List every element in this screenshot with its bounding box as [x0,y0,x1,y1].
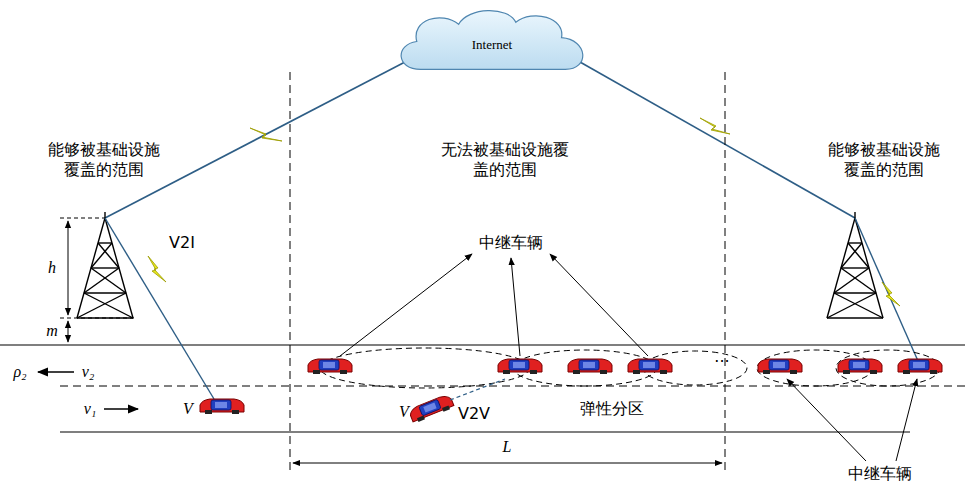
drawing-part [628,359,672,374]
height-dimension [60,218,135,342]
relay-leader [340,254,917,461]
drawing-part [725,72,726,470]
drawing-part [308,359,352,374]
link-label: V2I [169,233,195,253]
drawing-part [104,408,138,409]
wireless-bolt [148,118,900,306]
drawing-part [68,221,69,315]
road [0,345,965,432]
region-label: 能够被基础设施覆盖的范围 [825,140,943,180]
drawing-part [550,254,648,356]
vehicle [200,359,942,424]
drawing-part [511,258,520,356]
drawing-part [882,282,900,306]
base-station-tower [77,212,133,318]
drawing-part [568,359,612,374]
speed-symbol: v₂ [82,362,95,382]
drawing-part [60,431,910,432]
drawing-part [60,386,965,387]
height-symbol: h [48,258,56,278]
relay-label: 中继车辆 [848,464,912,484]
drawing-part [0,344,965,345]
drawing-part [408,393,454,423]
partition-label: 弹性分区 [580,399,644,419]
drawing-part [290,72,291,470]
drawing-part [200,399,244,414]
drawing-part [60,218,105,219]
drawing-part [758,359,802,374]
length-symbol: L [503,437,512,457]
drawing-part [105,218,214,399]
relay-label: 中继车辆 [479,233,543,253]
length-dimension [293,463,722,464]
ellipsis-mark: ··· [714,352,729,372]
cloud-label: Internet [472,37,512,53]
v2i-link [105,218,918,399]
drawing-part [898,359,942,374]
region-label: 无法被基础设施覆盖的范围 [438,140,572,180]
backhaul-link [105,62,855,218]
drawing-part [68,321,69,342]
internet-cloud: Internet [392,6,592,78]
drawing-part [855,218,918,361]
vehicle-label: V [183,399,193,419]
drawing-part [580,62,855,218]
density-symbol: ρ₂ [13,362,26,382]
region-label: 能够被基础设施覆盖的范围 [45,140,163,180]
drawing-part [60,318,135,319]
elastic-partition [320,348,940,388]
cloud-shape [401,11,583,70]
region-boundary [290,72,725,470]
drawing-part [838,359,882,374]
drawing-part [787,379,866,461]
drawing-part [38,371,74,372]
drawing-part [250,128,282,141]
drawing-part [148,256,166,282]
speed-symbol: v₁ [84,399,97,419]
link-label: V2V [458,404,490,424]
drawing-part [700,118,730,134]
base-station-tower [827,212,883,318]
v2v-link [450,379,505,400]
drawing-part [896,379,917,461]
offset-symbol: m [46,321,58,341]
drawing-part [340,254,472,356]
drawing-part [498,359,542,374]
vehicle-label: V [399,402,409,422]
